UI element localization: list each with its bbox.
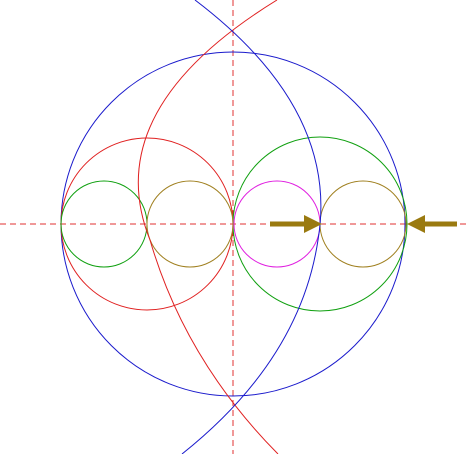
small-olive-circle-left [146, 180, 234, 268]
arrow-right-pointing [270, 215, 322, 233]
red-arc [137, 0, 279, 454]
arrow-left-pointing [407, 215, 457, 233]
blue-arc [181, 0, 322, 454]
